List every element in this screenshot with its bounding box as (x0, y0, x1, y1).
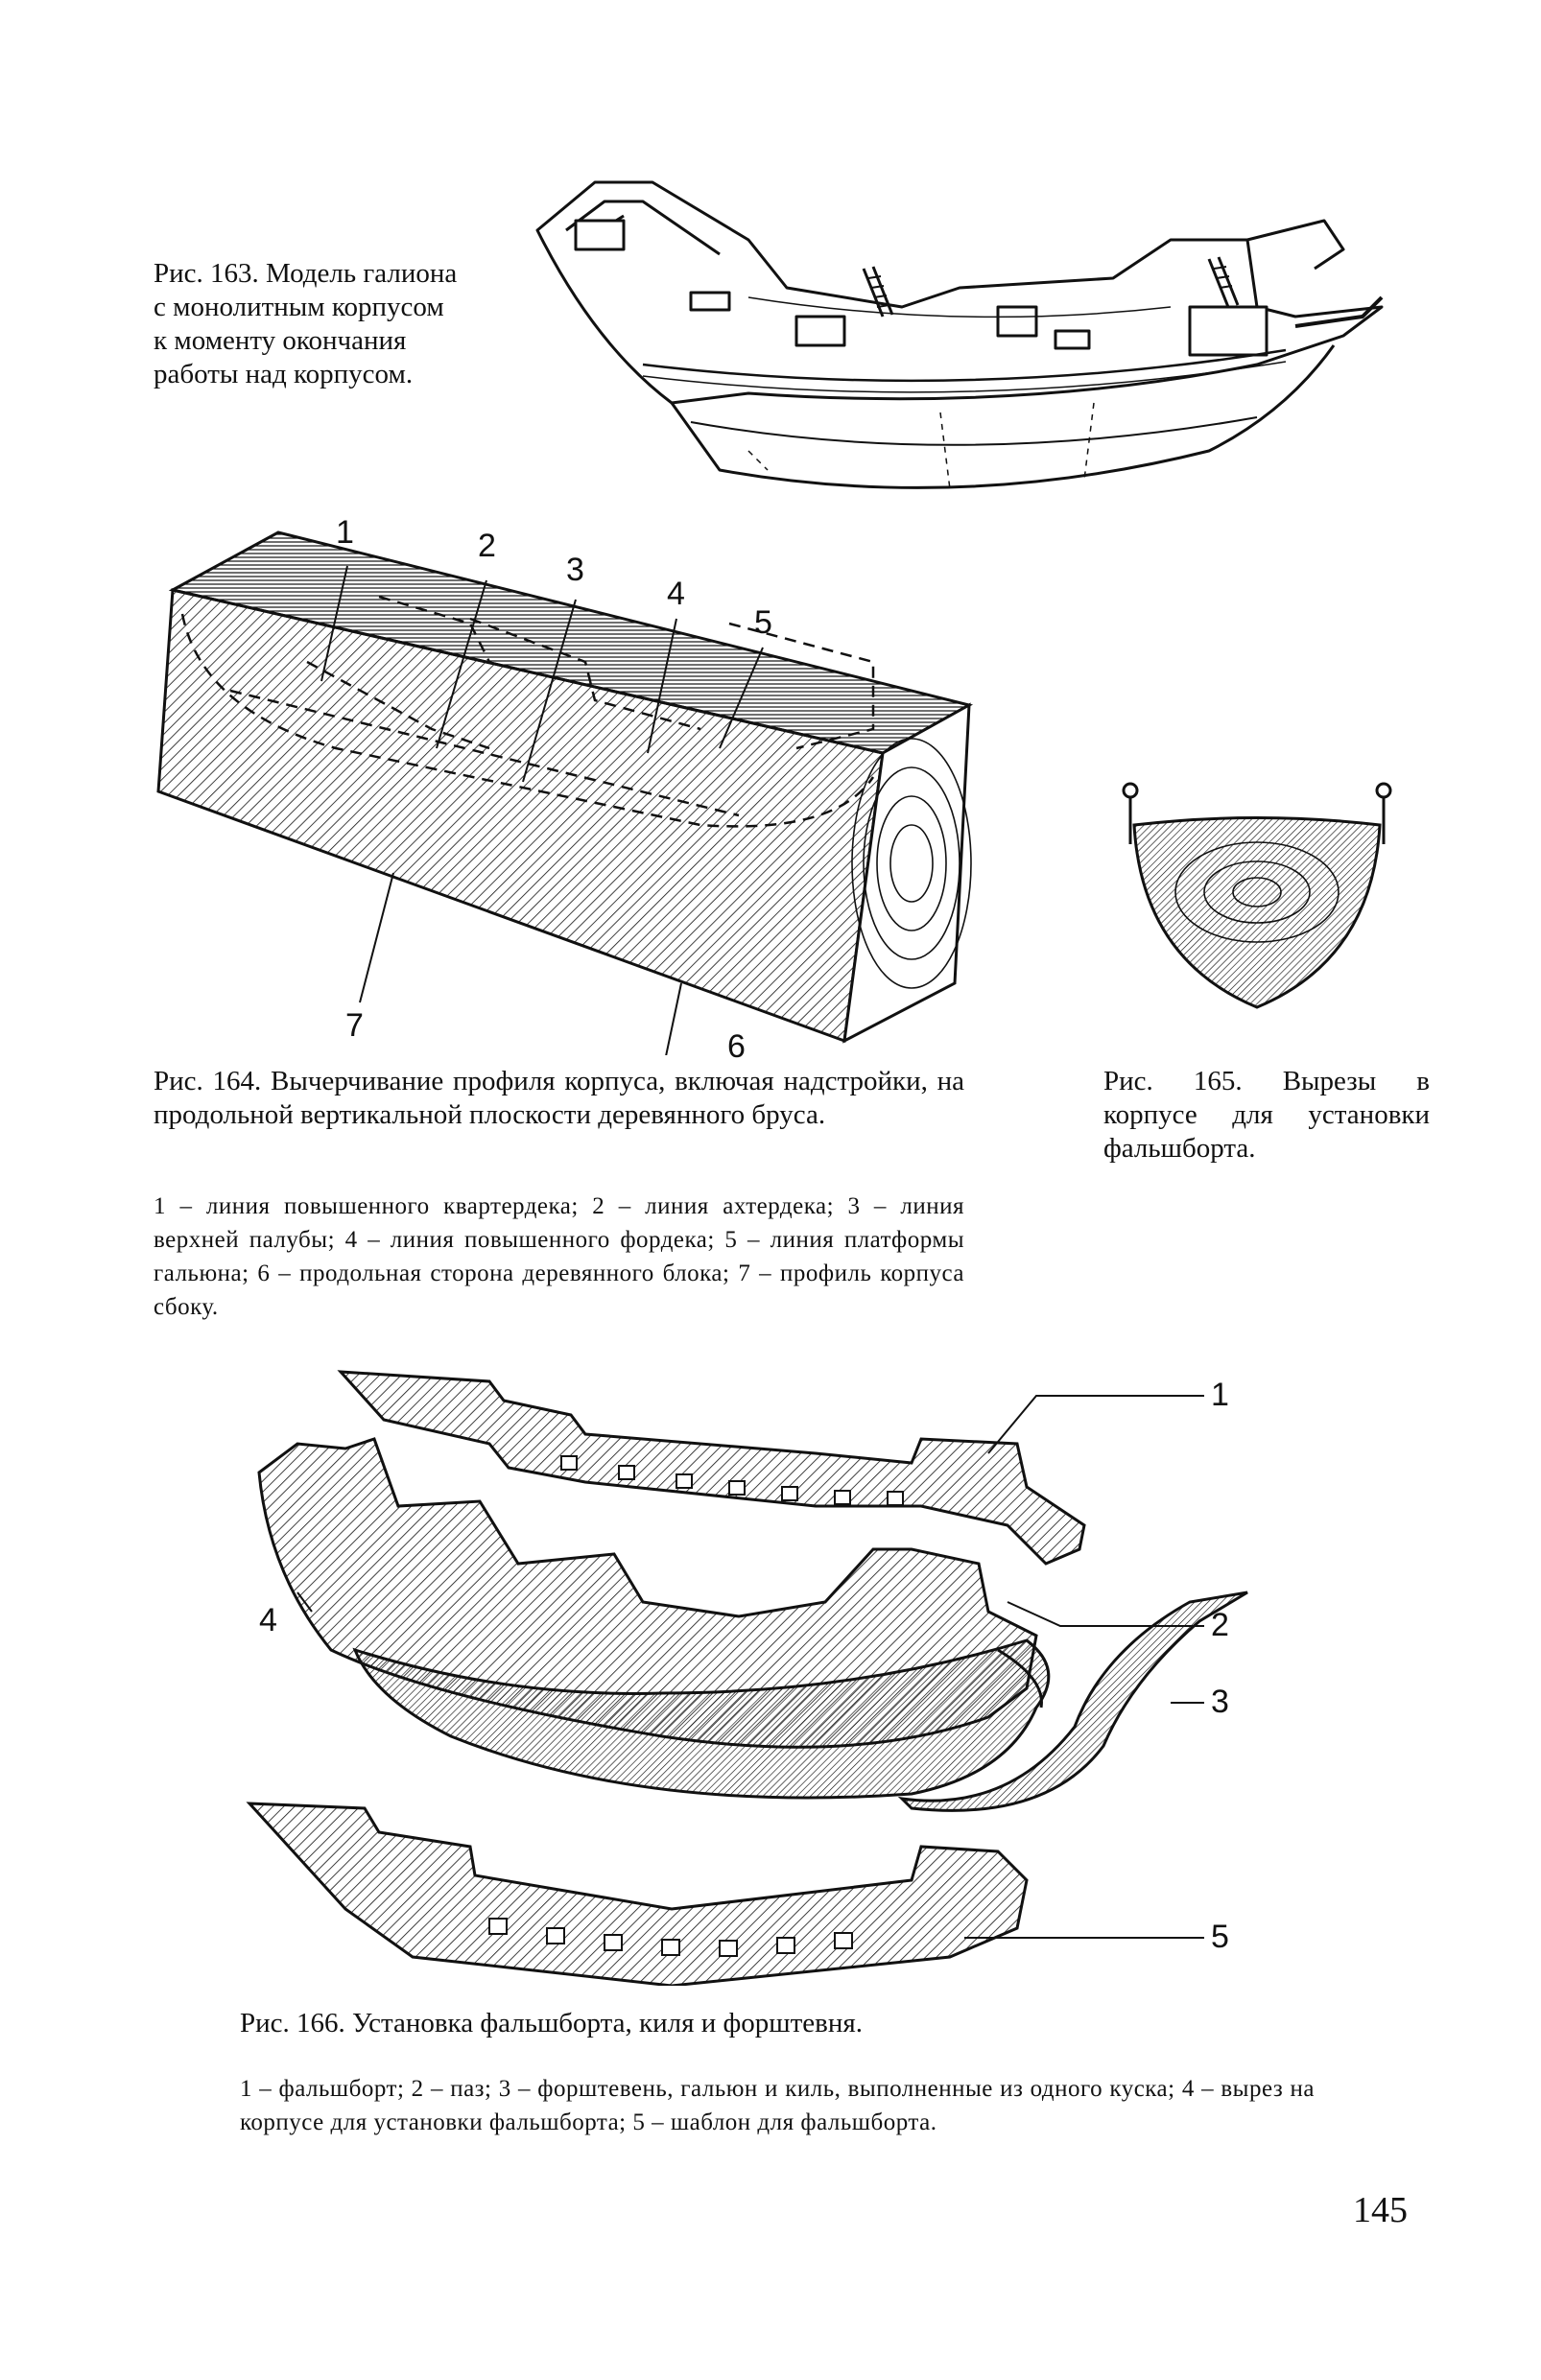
fig164-caption: Рис. 164. Вычерчивание профиля корпуса, … (154, 1066, 964, 1130)
fig165-crosssection-drawing (1122, 782, 1392, 1009)
fig166-callout-5: 5 (1211, 1919, 1229, 1955)
fig166-callout-1: 1 (1211, 1377, 1229, 1413)
fig164-callout-6-wrap: 6 (727, 1028, 746, 1065)
fig163-caption: Рис. 163. Модель галиона с монолитным ко… (154, 258, 458, 389)
section-body (1132, 816, 1382, 1009)
page-number: 145 (1353, 2190, 1408, 2230)
hull-lower (352, 1638, 1051, 1800)
fig163-galleon-drawing (535, 180, 1384, 490)
bulwark-top (337, 1370, 1086, 1566)
fig164-callout-3: 3 (566, 552, 584, 588)
fig164-callout-4: 4 (667, 576, 685, 612)
fig164-callout-2: 2 (478, 528, 496, 564)
fig166-callout-2: 2 (1211, 1607, 1229, 1643)
fig164-callout-5: 5 (754, 604, 772, 641)
fig166-caption: Рис. 166. Установка фальшборта, киля и ф… (240, 2008, 863, 2038)
fig164-block-drawing: 1 2 3 4 5 7 (156, 514, 974, 1055)
bulwark-template (246, 1802, 1029, 1986)
block-end-face (842, 702, 971, 1044)
fig166-assembly-drawing: 1 2 3 4 5 (246, 1370, 1248, 1986)
fig164-callout-1: 1 (336, 514, 354, 551)
fig165-caption: Рис. 165. Вырезы в корпусе для установки… (1103, 1066, 1430, 1164)
fig166-callout-3: 3 (1211, 1684, 1229, 1720)
stem-keel (897, 1591, 1248, 1812)
fig164-callout-6: 6 (727, 1028, 746, 1065)
fig164-legend: 1 – линия повышенного квартердека; 2 – л… (154, 1193, 964, 1320)
fig164-callout-7: 7 (345, 1007, 364, 1044)
fig166-legend: 1 – фальшборт; 2 – паз; 3 – форштевень, … (240, 2076, 1315, 2135)
fig166-callout-4: 4 (259, 1602, 277, 1638)
